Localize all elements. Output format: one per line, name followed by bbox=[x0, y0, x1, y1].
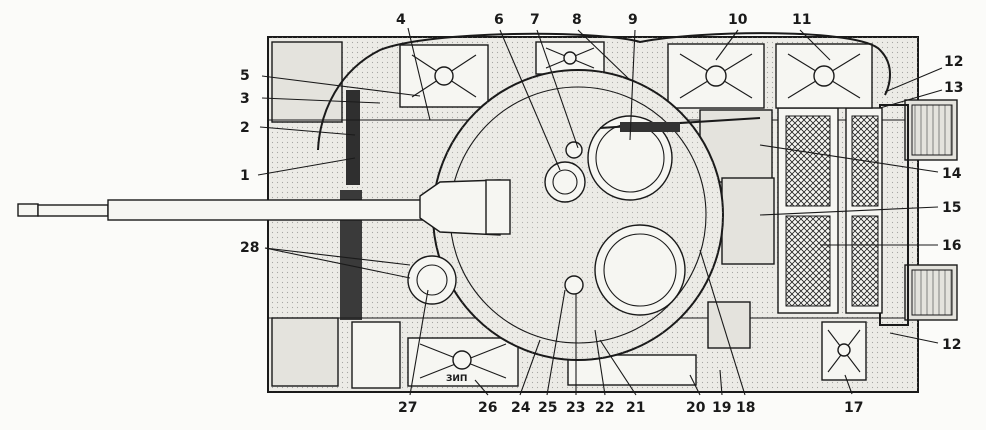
callout-18: 18 bbox=[736, 400, 755, 416]
callout-12-bottom: 12 bbox=[942, 337, 961, 353]
callout-25: 25 bbox=[538, 400, 557, 416]
callout-20: 20 bbox=[686, 400, 706, 416]
callout-13: 13 bbox=[944, 80, 963, 96]
callout-9: 9 bbox=[628, 12, 638, 28]
callout-6: 6 bbox=[494, 12, 504, 28]
engine-grilles bbox=[777, 107, 883, 314]
callout-12-top: 12 bbox=[944, 54, 963, 70]
callout-11: 11 bbox=[792, 12, 811, 28]
callout-4: 4 bbox=[396, 12, 406, 28]
callout-2: 2 bbox=[240, 120, 250, 136]
callout-16: 16 bbox=[942, 238, 961, 254]
callout-labels: 1 2 3 4 5 6 7 8 9 10 11 12 13 14 15 16 1… bbox=[240, 12, 963, 416]
callout-8: 8 bbox=[572, 12, 582, 28]
driver-hatch bbox=[407, 255, 457, 305]
callout-27: 27 bbox=[398, 400, 417, 416]
turret bbox=[432, 69, 761, 361]
callout-5: 5 bbox=[240, 68, 250, 84]
callout-3: 3 bbox=[240, 91, 250, 107]
main-gun bbox=[17, 179, 511, 236]
zip-box-label: ЗИП bbox=[446, 374, 467, 384]
callout-17: 17 bbox=[844, 400, 863, 416]
callout-28: 28 bbox=[240, 240, 259, 256]
stowage-boxes bbox=[351, 41, 873, 389]
callout-24: 24 bbox=[511, 400, 531, 416]
callout-21: 21 bbox=[626, 400, 645, 416]
callout-14: 14 bbox=[942, 166, 962, 182]
leader-lines bbox=[257, 27, 943, 396]
callout-10: 10 bbox=[728, 12, 748, 28]
callout-7: 7 bbox=[530, 12, 540, 28]
callout-19: 19 bbox=[712, 400, 731, 416]
callout-1: 1 bbox=[240, 168, 250, 184]
callout-23: 23 bbox=[566, 400, 585, 416]
antenna-cable bbox=[317, 32, 891, 151]
callout-22: 22 bbox=[595, 400, 614, 416]
callout-15: 15 bbox=[942, 200, 961, 216]
callout-26: 26 bbox=[478, 400, 497, 416]
